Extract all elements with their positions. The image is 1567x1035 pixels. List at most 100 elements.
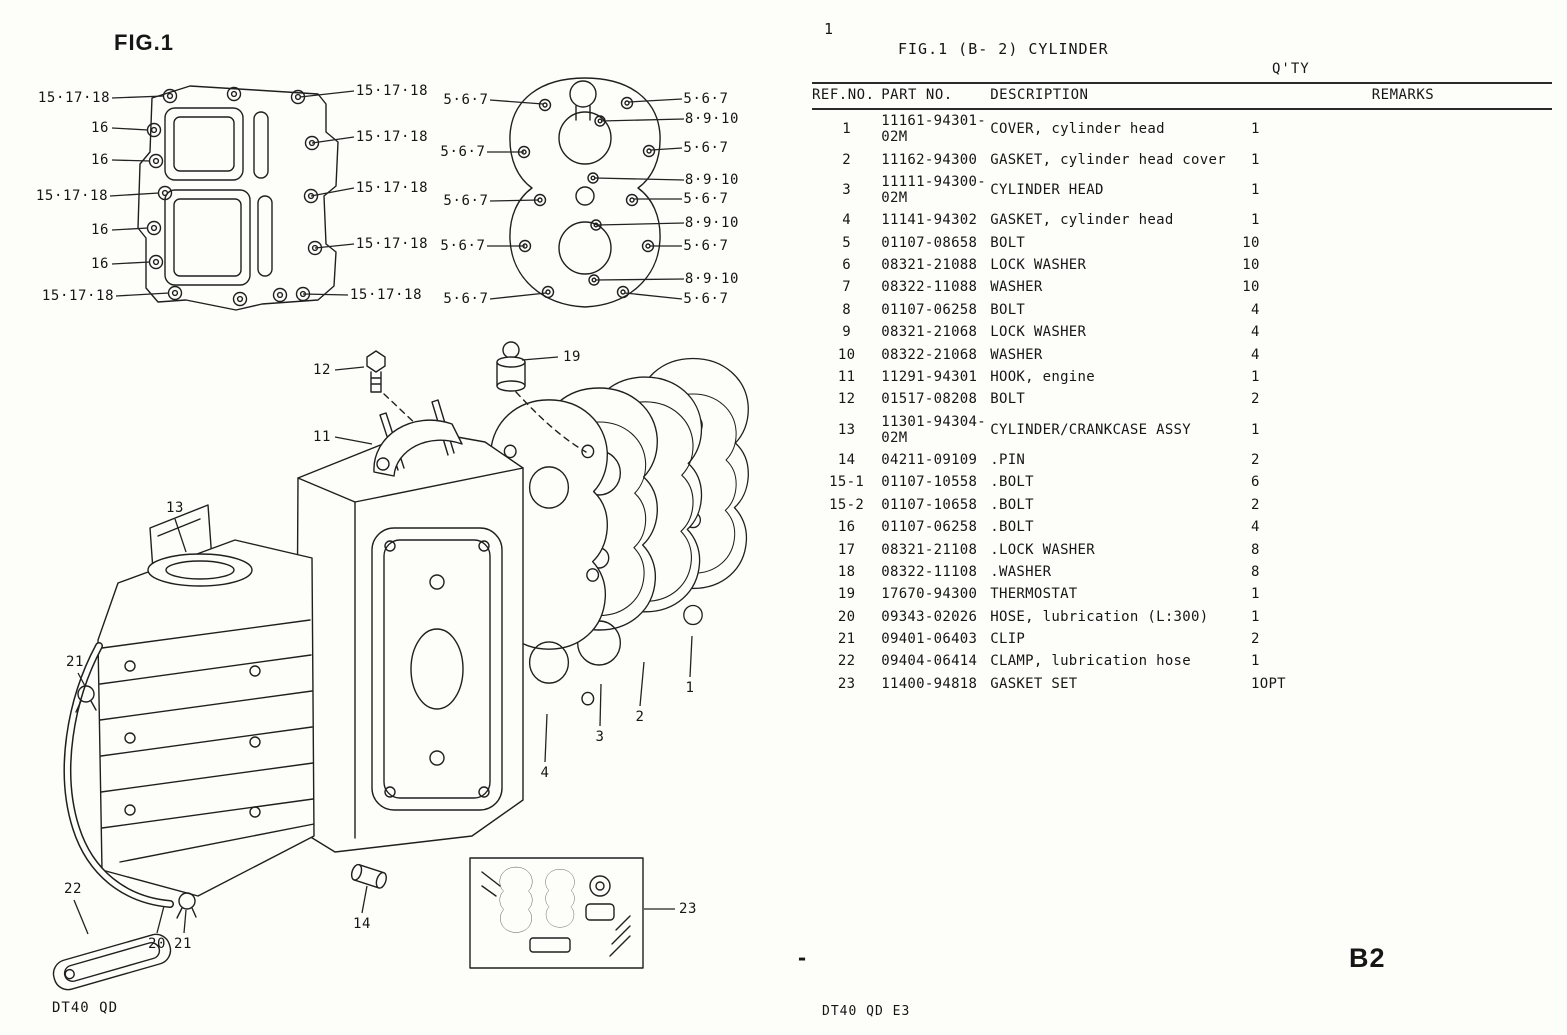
- cell-ref: 20: [837, 608, 856, 625]
- cell-part: 01517-08208: [881, 391, 978, 408]
- callout-label-3: 3: [595, 729, 605, 745]
- cell-qty: 4: [1250, 519, 1260, 536]
- head-gasket-part-drawing: [489, 399, 609, 706]
- leader-line: [624, 292, 683, 300]
- cell-remarks: [1260, 411, 1552, 449]
- cell-part: 11400-94818: [881, 675, 978, 692]
- cell-remarks: [1260, 449, 1552, 471]
- cell-remarks: [1260, 109, 1552, 148]
- cell-part: 08322-11108: [881, 563, 978, 580]
- cell-part: 17670-94300: [881, 586, 978, 603]
- callout-label-15-17-18: 15·17·18: [355, 83, 429, 99]
- callout-label-16: 16: [90, 120, 110, 136]
- cell-qty: 2: [1250, 391, 1260, 408]
- leader-line: [314, 243, 355, 249]
- callout-label-14: 14: [352, 916, 372, 932]
- leader-line: [650, 147, 683, 151]
- callout-label-19: 19: [562, 349, 582, 365]
- leader-line: [361, 885, 368, 914]
- thermostat-drawing: [496, 341, 526, 392]
- cell-desc: WASHER: [990, 279, 1043, 296]
- callout-label-8-9-10: 8·9·10: [684, 215, 740, 231]
- cell-remarks: [1260, 388, 1552, 410]
- cell-ref: 13: [837, 421, 856, 438]
- callout-label-8-9-10: 8·9·10: [684, 111, 740, 127]
- cell-part: 11111-94300-02M: [881, 173, 986, 206]
- callout-label-8-9-10: 8·9·10: [684, 271, 740, 287]
- callout-label-15-17-18: 15·17·18: [35, 188, 109, 204]
- cell-desc: .BOLT: [990, 474, 1034, 491]
- cell-desc: .LOCK WASHER: [990, 541, 1095, 558]
- leader-line: [596, 222, 685, 226]
- cell-part: 11141-94302: [881, 212, 978, 229]
- cell-part: 09343-02026: [881, 608, 978, 625]
- callout-label-5-6-7: 5·6·7: [440, 144, 486, 160]
- cell-remarks: [1260, 538, 1552, 560]
- cell-ref: 21: [837, 631, 856, 648]
- head-cover-gasket-drawing: [587, 376, 703, 613]
- cell-part: 09401-06403: [881, 631, 978, 648]
- leader-line: [311, 136, 355, 144]
- cell-qty: 1: [1250, 586, 1260, 603]
- callout-label-16: 16: [90, 222, 110, 238]
- callout-label-12: 12: [312, 362, 332, 378]
- cell-desc: GASKET, cylinder head cover: [990, 151, 1226, 168]
- callout-label-13: 13: [165, 500, 185, 516]
- cell-desc: .BOLT: [990, 496, 1034, 513]
- callout-label-20: 20: [147, 936, 167, 952]
- cell-remarks: OPT: [1259, 675, 1286, 692]
- head-gasket-drawing: [509, 77, 661, 308]
- leader-line: [600, 118, 685, 122]
- cell-remarks: [1260, 232, 1552, 254]
- leader-line: [628, 98, 683, 103]
- leader-line: [489, 199, 540, 202]
- cell-qty: 1: [1250, 421, 1260, 438]
- qty-column-header: Q'TY: [1272, 61, 1310, 77]
- leader-line: [310, 187, 355, 197]
- cell-desc: COVER, cylinder head: [990, 121, 1165, 138]
- leader-line: [111, 261, 151, 265]
- cell-part: 01107-10558: [881, 474, 978, 491]
- cell-ref: 22: [837, 653, 856, 670]
- leader-line: [334, 436, 373, 445]
- callout-label-21: 21: [65, 654, 85, 670]
- callout-label-16: 16: [90, 152, 110, 168]
- cell-ref: 4: [842, 212, 851, 229]
- callout-label-15-17-18: 15·17·18: [37, 90, 111, 106]
- leader-line: [521, 356, 559, 361]
- cell-remarks: [1260, 606, 1552, 628]
- cell-ref: 18: [837, 563, 856, 580]
- cell-remarks: [1260, 276, 1552, 298]
- cover-bolt-holes: [146, 86, 323, 307]
- cell-qty: 1: [1250, 151, 1260, 168]
- cell-qty: 10: [1242, 234, 1260, 251]
- cell-qty: 4: [1250, 346, 1260, 363]
- callout-label-8-9-10: 8·9·10: [684, 172, 740, 188]
- cell-qty: 1: [1250, 121, 1260, 138]
- cell-qty: 2: [1250, 452, 1260, 469]
- header-remarks: REMARKS: [1371, 87, 1435, 103]
- cell-qty: 2: [1250, 496, 1260, 513]
- cell-part: 11291-94301: [881, 368, 978, 385]
- cell-ref: 11: [837, 368, 856, 385]
- cell-qty: 1: [1250, 212, 1260, 229]
- cell-ref: 19: [837, 586, 856, 603]
- cell-ref: 17: [837, 541, 856, 558]
- callout-label-5-6-7: 5·6·7: [683, 291, 729, 307]
- callout-label-15-17-18: 15·17·18: [41, 288, 115, 304]
- cell-part: 01107-06258: [881, 519, 978, 536]
- cell-desc: BOLT: [990, 234, 1026, 251]
- cell-desc: GASKET SET: [990, 675, 1078, 692]
- leader-line: [544, 713, 548, 763]
